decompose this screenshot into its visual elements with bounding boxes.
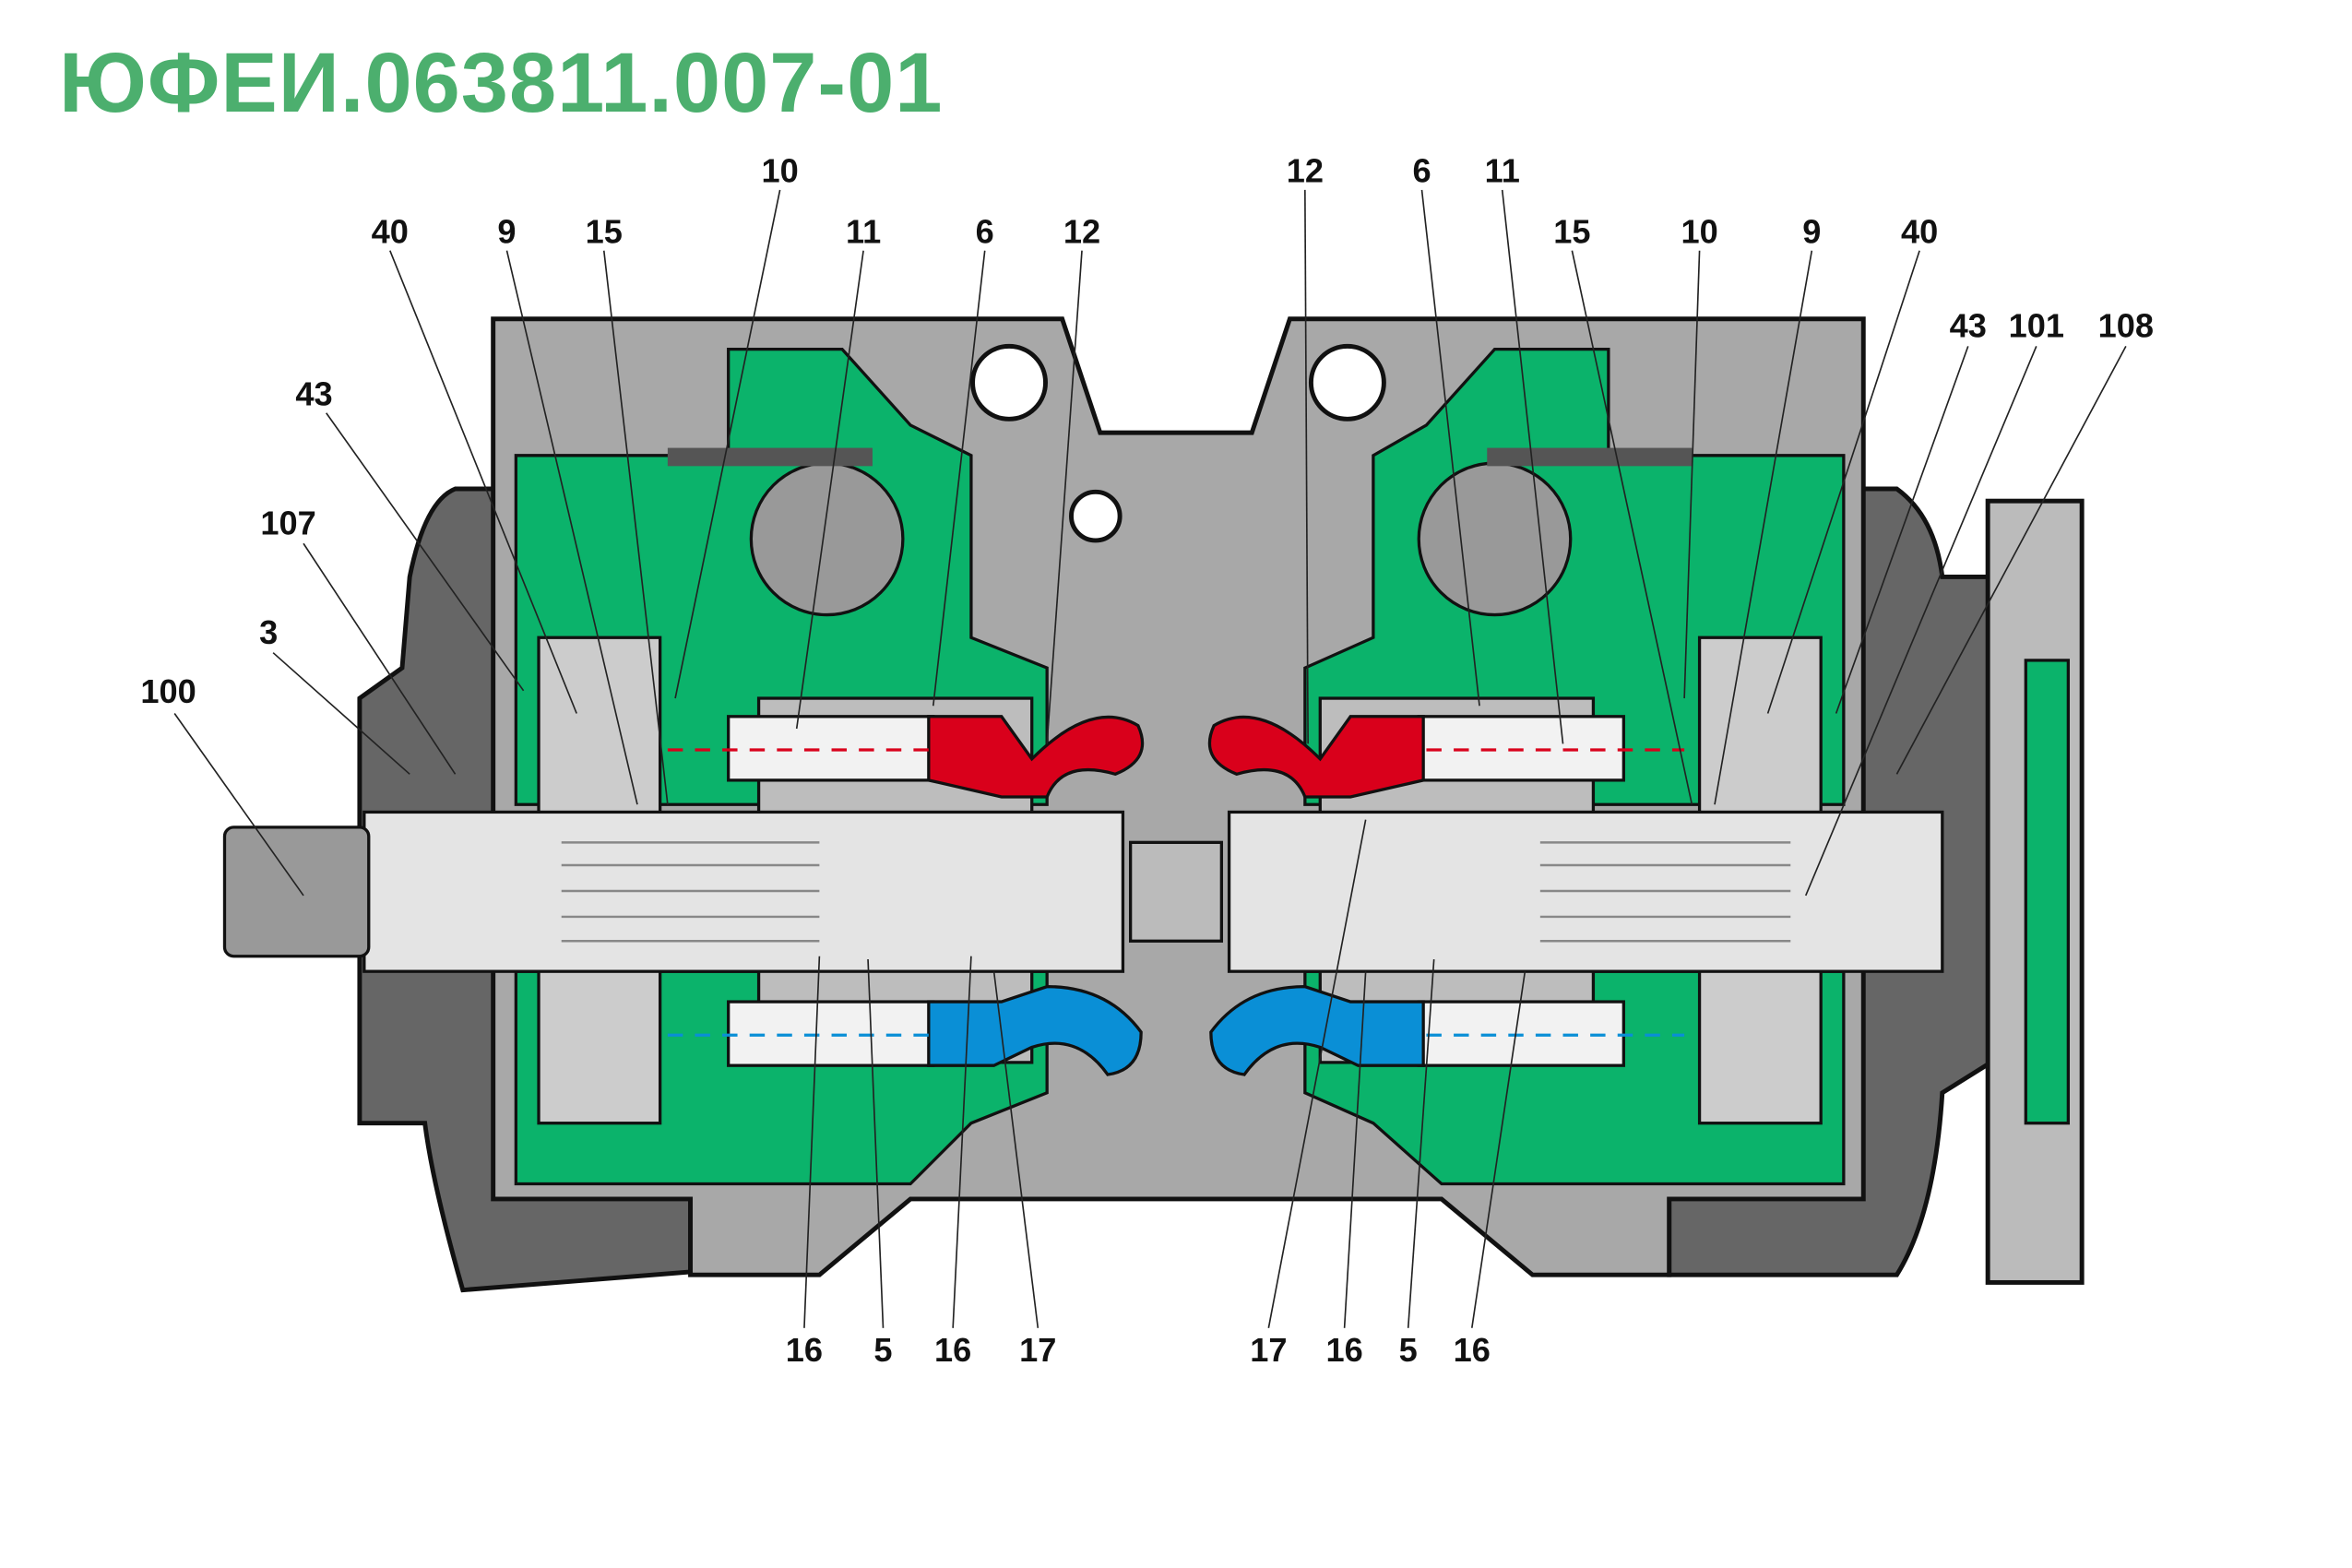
drawing-number-title: ЮФЕИ.063811.007-01 [59, 36, 944, 130]
callout-5: 5 [873, 1331, 892, 1369]
coupling [1129, 840, 1223, 943]
piston-pressure-right [1417, 715, 1625, 782]
pressure-chamber-left [927, 715, 1145, 799]
callout-9: 9 [497, 213, 516, 251]
swash-pivot-left [749, 461, 905, 617]
callout-43: 43 [1950, 307, 1987, 345]
callout-16: 16 [786, 1331, 823, 1369]
callout-107: 107 [260, 504, 315, 541]
leader-lines [173, 189, 2127, 1328]
callout-40: 40 [1901, 213, 1938, 251]
callout-108: 108 [2098, 307, 2154, 345]
swash-pivot-right [1417, 461, 1573, 617]
callout-100: 100 [140, 672, 196, 710]
callout-16: 16 [934, 1331, 971, 1369]
callout-16: 16 [1454, 1331, 1491, 1369]
suction-chamber-left [927, 984, 1143, 1076]
callout-10: 10 [1681, 213, 1717, 251]
callout-6: 6 [976, 213, 994, 251]
callout-3: 3 [259, 613, 278, 651]
port-right [1308, 343, 1386, 422]
callout-6: 6 [1412, 152, 1431, 190]
pressure-chamber-right [1207, 715, 1425, 799]
callout-101: 101 [2009, 307, 2064, 345]
swashplate-left [667, 447, 873, 467]
callout-17: 17 [1019, 1331, 1056, 1369]
swashplate-right [1487, 447, 1693, 467]
callout-40: 40 [372, 213, 409, 251]
plug-center [1069, 489, 1123, 543]
callout-11: 11 [846, 213, 881, 251]
input-spline [222, 826, 371, 958]
callout-17: 17 [1250, 1331, 1287, 1369]
callout-9: 9 [1802, 213, 1821, 251]
port-left [970, 343, 1048, 422]
callout-16: 16 [1325, 1331, 1362, 1369]
callout-12: 12 [1287, 152, 1324, 190]
callout-5: 5 [1399, 1331, 1418, 1369]
callout-12: 12 [1063, 213, 1100, 251]
callout-15: 15 [1553, 213, 1590, 251]
callout-43: 43 [295, 375, 332, 413]
rear-flange-seal [2024, 659, 2070, 1125]
callout-10: 10 [761, 152, 798, 190]
suction-chamber-right [1209, 984, 1425, 1076]
callout-11: 11 [1485, 152, 1520, 190]
callout-15: 15 [586, 213, 623, 251]
piston-pressure-left [727, 715, 935, 782]
shaft-splines [561, 841, 1791, 943]
